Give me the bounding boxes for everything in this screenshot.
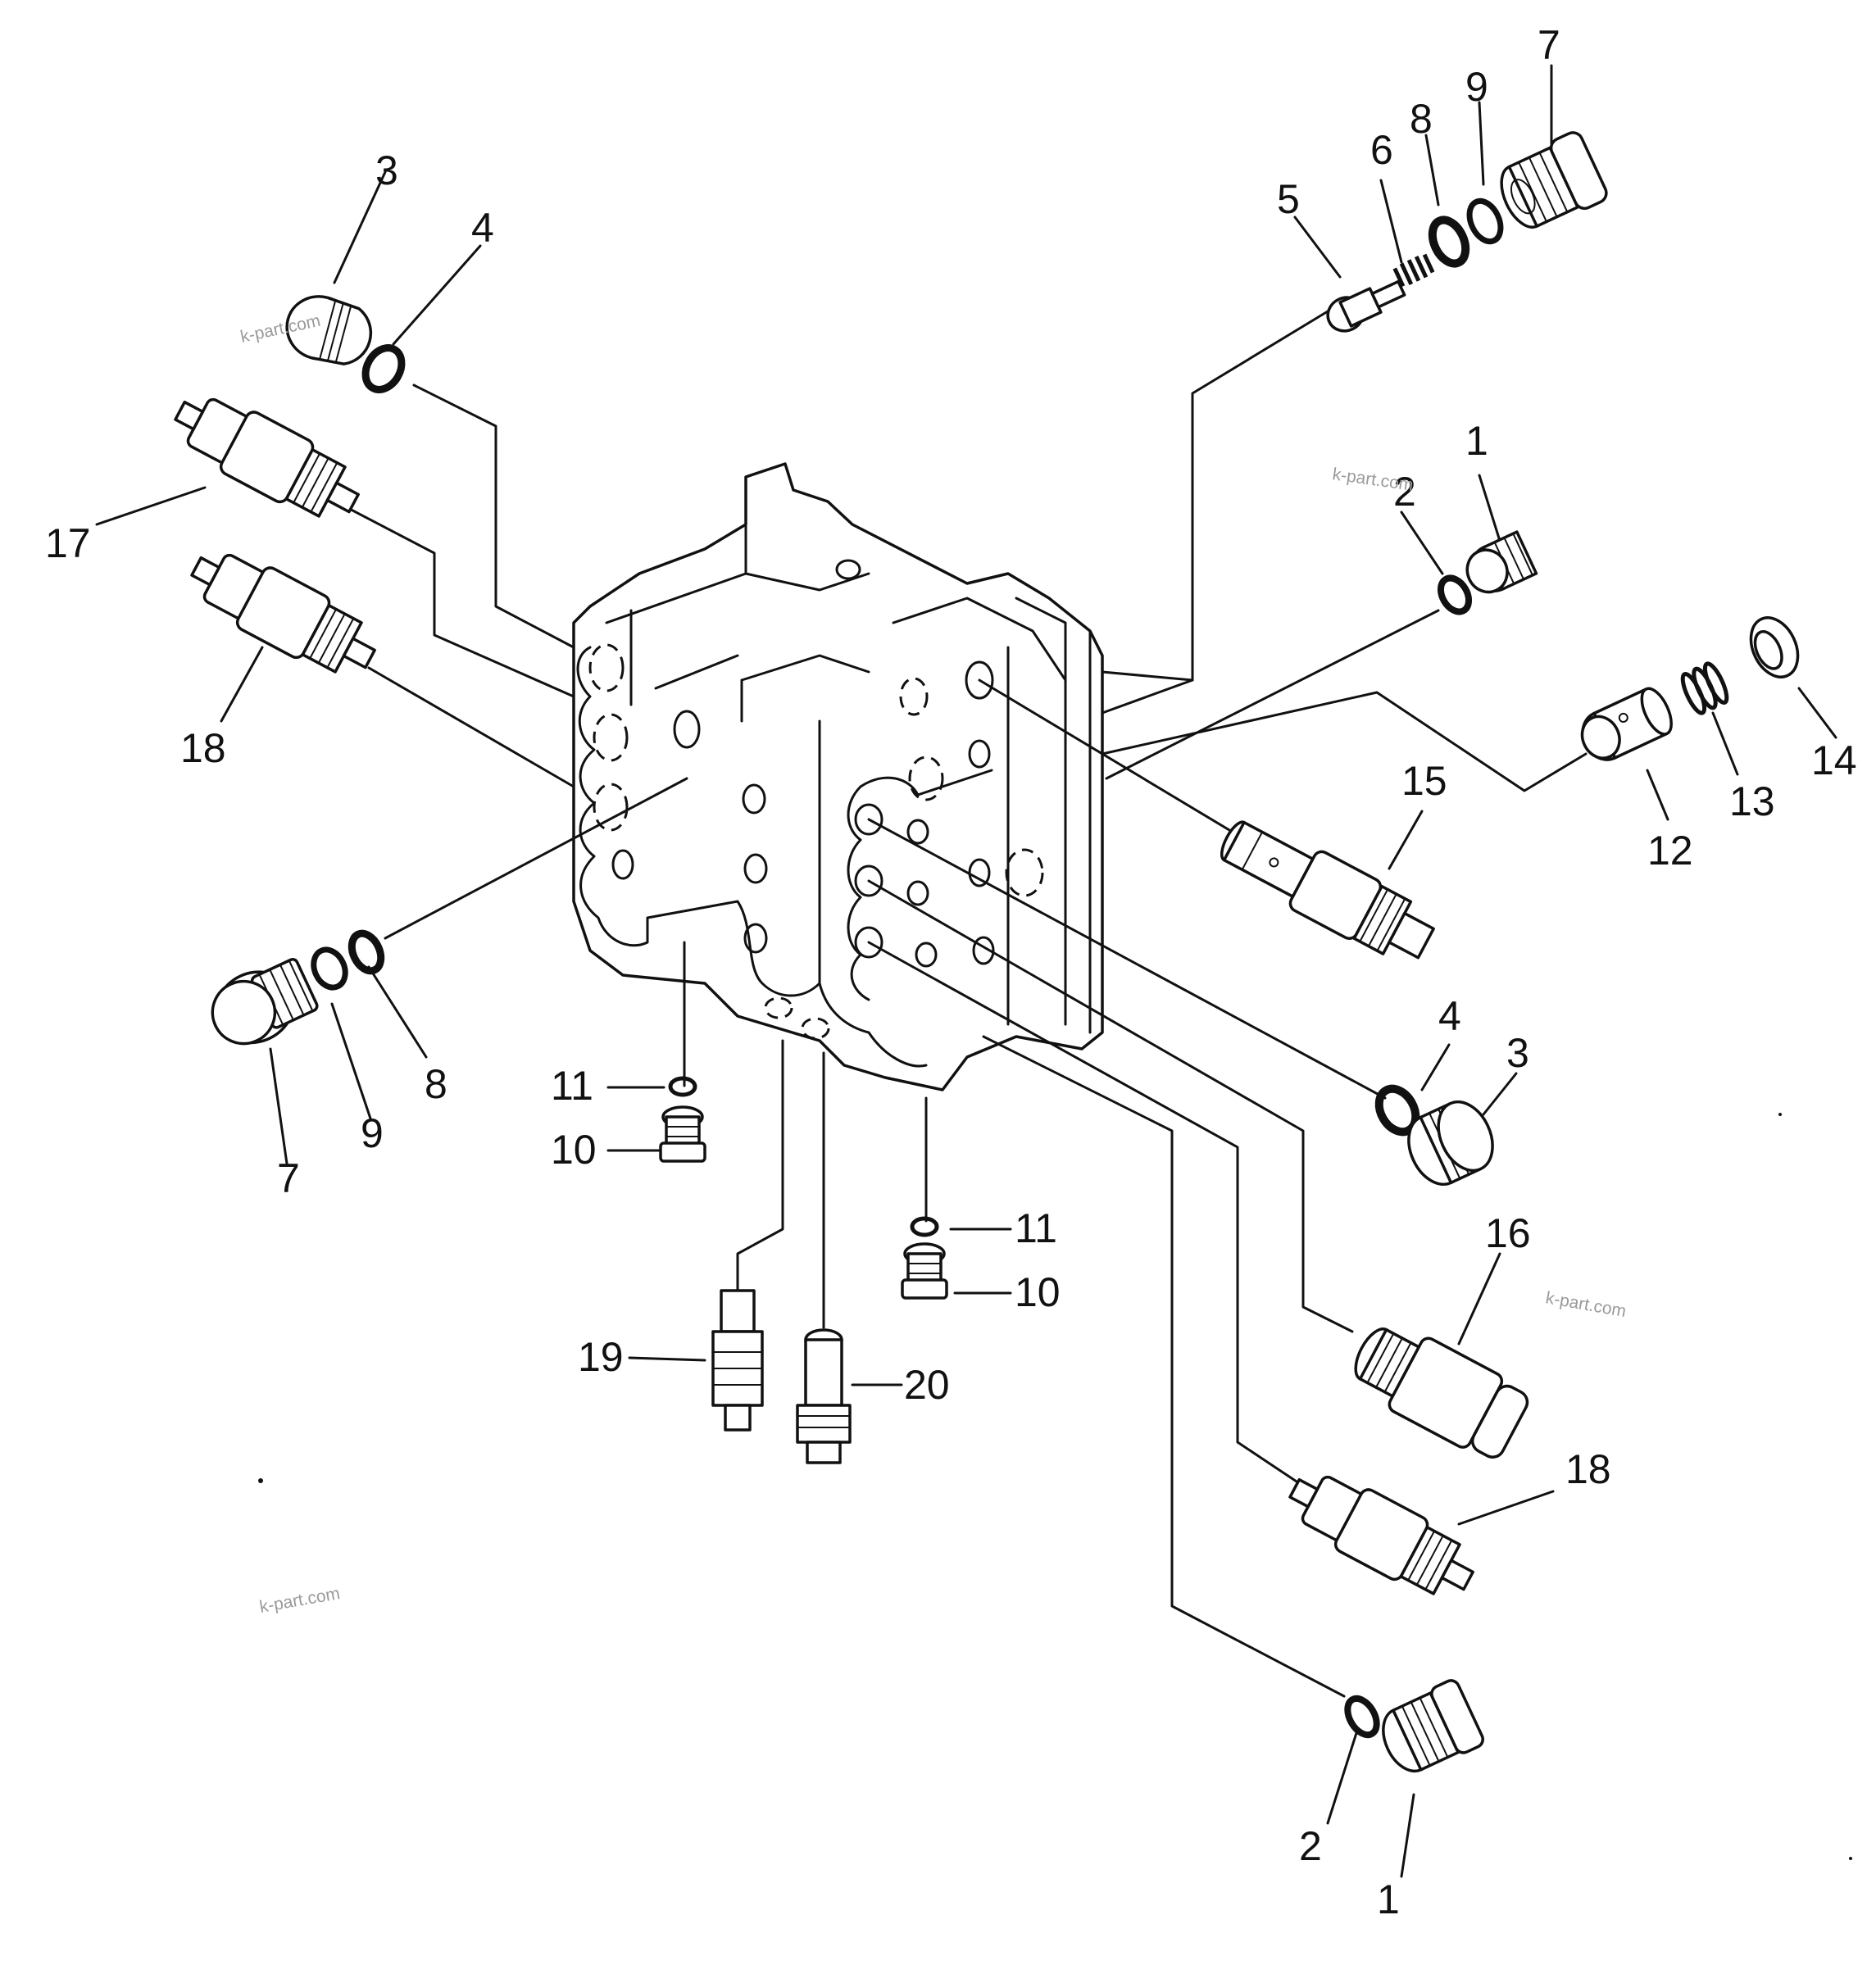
washer-9-left	[311, 946, 348, 991]
poppet-5	[1326, 279, 1406, 333]
o-ring-11-left	[668, 1076, 697, 1097]
callout-12: 12	[1647, 828, 1693, 874]
valve-20	[796, 1328, 852, 1464]
spring-13	[1680, 661, 1729, 715]
callout-11: 11	[1015, 1205, 1057, 1251]
callout-13: 13	[1729, 778, 1775, 824]
callout-15: 15	[1401, 758, 1447, 804]
o-ring-4-top	[361, 344, 406, 393]
watermark-text: k-part.com	[1544, 1288, 1628, 1321]
valve-19	[711, 1289, 764, 1432]
plug-14	[1749, 616, 1800, 678]
plug-3-bottom	[1407, 1100, 1494, 1187]
scan-specks	[258, 1113, 1852, 1860]
o-ring-11-center	[910, 1216, 939, 1237]
o-ring-2-top	[1437, 574, 1473, 615]
callout-6: 6	[1370, 127, 1393, 173]
callout-10: 10	[1015, 1269, 1061, 1315]
callout-19: 19	[578, 1334, 624, 1380]
callout-17: 17	[45, 520, 91, 566]
valve-16	[1354, 1327, 1529, 1459]
callout-18: 18	[180, 725, 226, 771]
plug-1-top	[1465, 530, 1538, 594]
solenoid-valve-18-left	[190, 553, 376, 674]
callout-14: 14	[1811, 737, 1857, 783]
piston-12	[1580, 687, 1673, 761]
relief-valve-15	[1220, 820, 1435, 960]
solenoid-valve-18-right	[1288, 1475, 1474, 1595]
callout-1: 1	[1465, 418, 1488, 464]
callout-20: 20	[904, 1362, 950, 1408]
plug-3-top	[285, 295, 373, 365]
o-ring-8-top	[1428, 216, 1470, 268]
callout-8: 8	[1410, 96, 1433, 142]
leader-lines	[95, 64, 1837, 1878]
callout-4: 4	[471, 205, 494, 251]
spring-6	[1392, 253, 1435, 288]
callout-4: 4	[1438, 993, 1461, 1039]
callout-9: 9	[361, 1110, 384, 1156]
plug-10-left	[659, 1105, 706, 1163]
callout-1: 1	[1377, 1876, 1400, 1922]
callout-7: 7	[277, 1155, 300, 1201]
callout-7: 7	[1538, 22, 1560, 68]
callout-3: 3	[375, 147, 398, 193]
o-ring-2-bottom	[1344, 1695, 1380, 1739]
callout-9: 9	[1465, 64, 1488, 110]
callout-labels: 3 4 17 18 7 9 8 11 10 19 20 11 10 5 6 8 …	[45, 22, 1857, 1922]
callout-18: 18	[1565, 1446, 1611, 1492]
watermark-text: k-part.com	[258, 1584, 342, 1617]
washer-9-top	[1466, 197, 1504, 245]
callout-10: 10	[551, 1127, 597, 1173]
o-ring-8-left	[347, 929, 385, 975]
valve-body	[572, 462, 1104, 1091]
plug-10-center	[901, 1242, 948, 1300]
callout-2: 2	[1393, 469, 1416, 515]
callout-5: 5	[1277, 176, 1300, 222]
callout-16: 16	[1485, 1210, 1531, 1256]
plug-7-top	[1500, 131, 1608, 229]
callout-3: 3	[1506, 1030, 1529, 1076]
callout-2: 2	[1299, 1823, 1322, 1869]
callout-11: 11	[551, 1063, 593, 1109]
plug-7-left	[211, 958, 319, 1046]
callout-8: 8	[425, 1061, 447, 1107]
solenoid-valve-17	[174, 397, 360, 518]
plug-1-bottom	[1382, 1679, 1484, 1773]
